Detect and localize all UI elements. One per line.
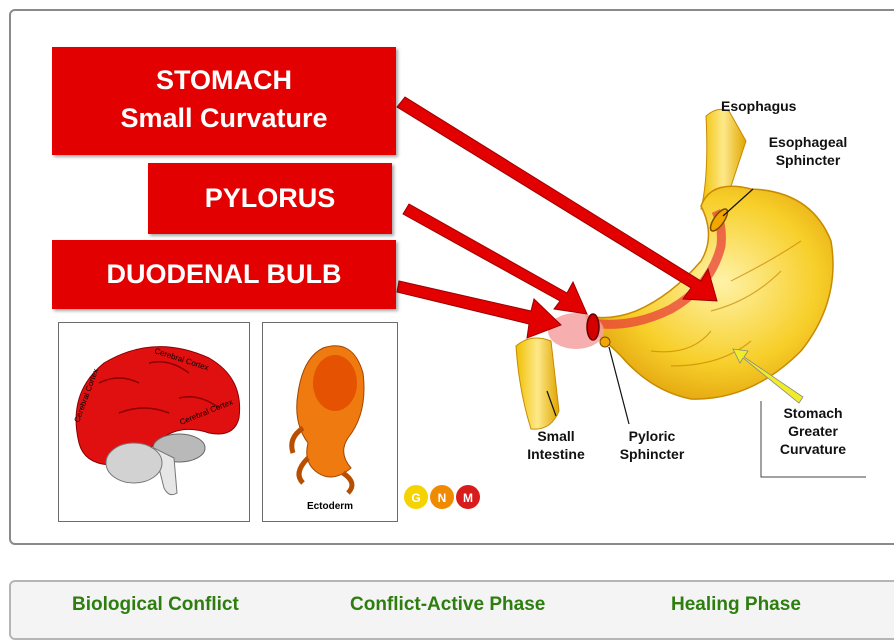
embryo-illustration: Ectoderm — [263, 323, 397, 521]
tab-conflict-active-phase[interactable]: Conflict-Active Phase — [350, 594, 545, 616]
stomach-small-curvature-box: STOMACH Small Curvature — [52, 47, 396, 155]
greater-curvature-label: Stomach Greater Curvature — [763, 404, 863, 458]
pylorus-box: PYLORUS — [148, 163, 392, 234]
logo-letter-g: G — [411, 491, 420, 505]
tab-healing-phase[interactable]: Healing Phase — [671, 594, 801, 616]
logo-letter-m: M — [463, 491, 473, 505]
gnm-logo: G N M — [403, 483, 481, 511]
arrow-stomach — [397, 97, 717, 301]
pyloric-sphincter-label: Pyloric Sphincter — [607, 427, 697, 463]
pylorus-marker — [587, 314, 599, 340]
tab-biological-conflict[interactable]: Biological Conflict — [72, 594, 239, 616]
embryo-thumbnail: Ectoderm — [262, 322, 398, 522]
arrow-duodenal-bulb — [397, 281, 561, 338]
esophagus-label: Esophagus — [721, 97, 831, 115]
logo-letter-n: N — [438, 491, 447, 505]
esophageal-sphincter-label: Esophageal Sphincter — [753, 133, 863, 169]
embryo-label: Ectoderm — [307, 501, 353, 512]
small-intestine-shape — [516, 338, 559, 429]
small-intestine-label: Small Intestine — [516, 427, 596, 463]
brain-illustration: Cerebral Cortex Cerebral Cortex Cerebral… — [59, 323, 249, 521]
diagram-frame: STOMACH Small Curvature PYLORUS DUODENAL… — [9, 9, 894, 545]
duodenal-bulb-box: DUODENAL BULB — [52, 240, 396, 309]
stomach-box-line2: Small Curvature — [52, 99, 396, 137]
pyloric-sphincter-dot — [600, 337, 610, 347]
phase-tabs: Biological Conflict Conflict-Active Phas… — [9, 580, 894, 640]
stomach-box-line1: STOMACH — [52, 61, 396, 99]
brain-thumbnail: Cerebral Cortex Cerebral Cortex Cerebral… — [58, 322, 250, 522]
